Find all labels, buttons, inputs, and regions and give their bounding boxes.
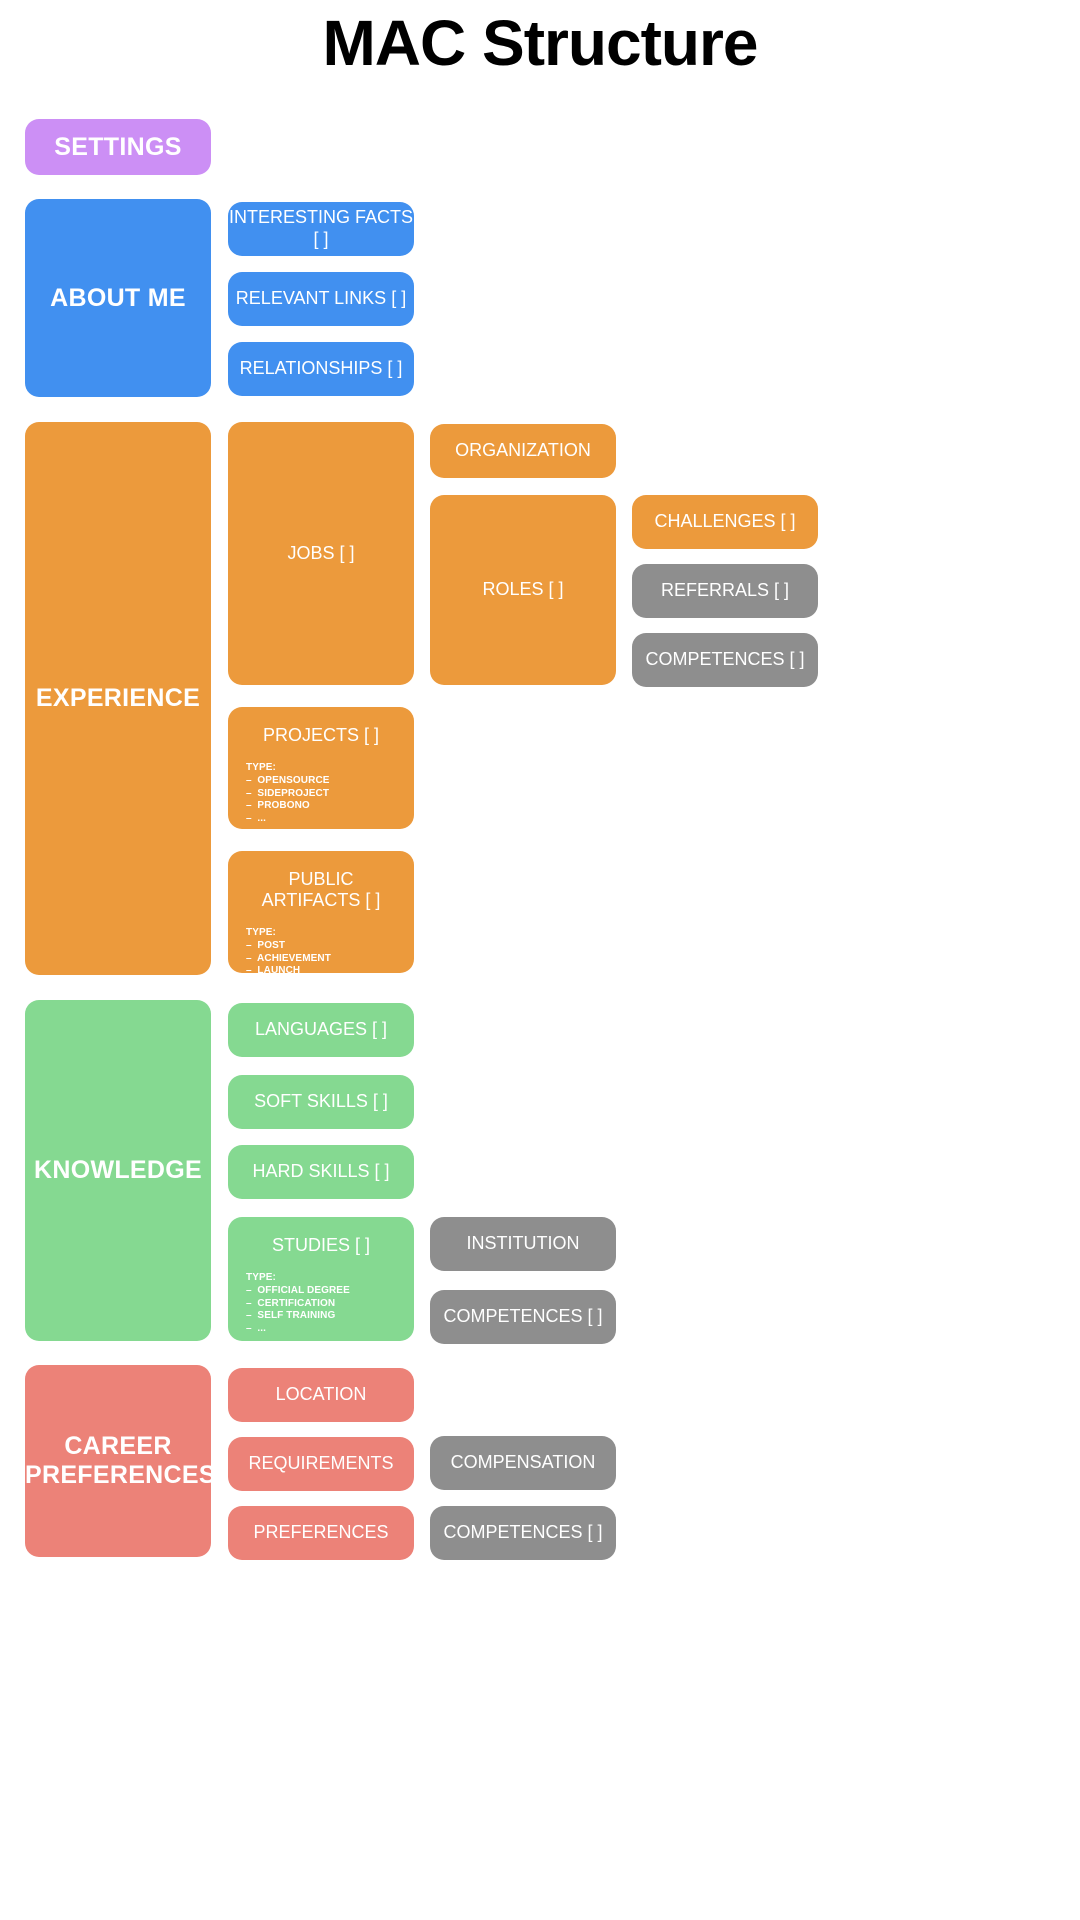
node-public-artifacts-label: PUBLIC ARTIFACTS [ ] — [261, 869, 381, 910]
node-projects-type-list: TYPE: – OPENSOURCE – SIDEPROJECT – PROBO… — [240, 762, 402, 826]
type-item: – ACHIEVEMENT — [246, 952, 331, 964]
type-item: – ... — [246, 978, 267, 990]
node-knowledge[interactable]: KNOWLEDGE — [25, 1000, 211, 1341]
node-projects[interactable]: PROJECTS [ ] TYPE: – OPENSOURCE – SIDEPR… — [228, 707, 414, 829]
node-interesting-facts-label: INTERESTING FACTS [ ] — [228, 207, 414, 249]
type-item: – SELF TRAINING — [246, 1310, 336, 1322]
node-studies[interactable]: STUDIES [ ] TYPE: – OFFICIAL DEGREE – CE… — [228, 1217, 414, 1341]
node-knowledge-competences[interactable]: COMPETENCES [ ] — [430, 1290, 616, 1344]
node-studies-type-list: TYPE: – OFFICIAL DEGREE – CERTIFICATION … — [240, 1272, 402, 1336]
node-career-competences[interactable]: COMPETENCES [ ] — [430, 1506, 616, 1560]
type-item: – ... — [246, 1323, 267, 1335]
node-languages-label: LANGUAGES [ ] — [254, 1019, 388, 1040]
node-about-me[interactable]: ABOUT ME — [25, 199, 211, 397]
type-heading: TYPE: — [246, 1272, 276, 1283]
node-organization-label: ORGANIZATION — [455, 440, 591, 461]
node-relationships-label: RELATIONSHIPS [ ] — [239, 358, 403, 379]
node-roles-label: ROLES [ ] — [482, 579, 564, 600]
node-experience-competences-label: COMPETENCES [ ] — [645, 649, 805, 670]
type-item: – LAUNCH — [246, 965, 301, 977]
node-location[interactable]: LOCATION — [228, 1368, 414, 1422]
node-location-label: LOCATION — [275, 1384, 367, 1405]
type-item: – POST — [246, 939, 286, 951]
page-title: MAC Structure — [322, 7, 758, 79]
node-settings[interactable]: SETTINGS — [25, 119, 211, 175]
node-challenges[interactable]: CHALLENGES [ ] — [632, 495, 818, 549]
node-jobs[interactable]: JOBS [ ] — [228, 422, 414, 685]
type-item: – OPENSOURCE — [246, 774, 330, 786]
node-relevant-links-label: RELEVANT LINKS [ ] — [235, 288, 407, 309]
node-hard-skills[interactable]: HARD SKILLS [ ] — [228, 1145, 414, 1199]
node-preferences-label: PREFERENCES — [253, 1522, 389, 1543]
node-career-preferences-label: CAREER PREFERENCES — [25, 1432, 216, 1489]
node-about-me-label: ABOUT ME — [50, 283, 186, 312]
node-soft-skills-label: SOFT SKILLS [ ] — [254, 1091, 388, 1112]
node-soft-skills[interactable]: SOFT SKILLS [ ] — [228, 1075, 414, 1129]
node-institution-label: INSTITUTION — [466, 1233, 580, 1254]
node-languages[interactable]: LANGUAGES [ ] — [228, 1003, 414, 1057]
node-referrals[interactable]: REFERRALS [ ] — [632, 564, 818, 618]
node-hard-skills-label: HARD SKILLS [ ] — [252, 1161, 390, 1182]
node-requirements[interactable]: REQUIREMENTS — [228, 1437, 414, 1491]
type-item: – ... — [246, 813, 267, 825]
node-career-preferences[interactable]: CAREER PREFERENCES — [25, 1365, 216, 1557]
type-item: – PROBONO — [246, 800, 310, 812]
type-item: – OFFICIAL DEGREE — [246, 1284, 350, 1296]
node-compensation-label: COMPENSATION — [450, 1452, 596, 1473]
type-heading: TYPE: — [246, 762, 276, 773]
node-compensation[interactable]: COMPENSATION — [430, 1436, 616, 1490]
node-knowledge-label: KNOWLEDGE — [34, 1156, 202, 1184]
node-career-competences-label: COMPETENCES [ ] — [443, 1522, 603, 1543]
node-experience-competences[interactable]: COMPETENCES [ ] — [632, 633, 818, 687]
node-knowledge-competences-label: COMPETENCES [ ] — [443, 1306, 603, 1327]
node-organization[interactable]: ORGANIZATION — [430, 424, 616, 478]
node-studies-label: STUDIES [ ] — [271, 1235, 370, 1255]
node-jobs-label: JOBS [ ] — [287, 542, 355, 563]
node-challenges-label: CHALLENGES [ ] — [654, 511, 796, 532]
node-interesting-facts[interactable]: INTERESTING FACTS [ ] — [228, 202, 414, 256]
node-institution[interactable]: INSTITUTION — [430, 1217, 616, 1271]
node-relevant-links[interactable]: RELEVANT LINKS [ ] — [228, 272, 414, 326]
node-preferences[interactable]: PREFERENCES — [228, 1506, 414, 1560]
node-public-artifacts-type-list: TYPE: – POST – ACHIEVEMENT – LAUNCH – ..… — [240, 927, 402, 991]
type-item: – CERTIFICATION — [246, 1297, 336, 1309]
node-public-artifacts[interactable]: PUBLIC ARTIFACTS [ ] TYPE: – POST – ACHI… — [228, 851, 414, 989]
node-experience-label: EXPERIENCE — [35, 684, 201, 712]
node-roles[interactable]: ROLES [ ] — [430, 495, 616, 685]
node-experience[interactable]: EXPERIENCE — [25, 422, 211, 975]
node-requirements-label: REQUIREMENTS — [248, 1453, 394, 1474]
node-projects-label: PROJECTS [ ] — [262, 725, 379, 745]
type-heading: TYPE: — [246, 927, 276, 938]
node-referrals-label: REFERRALS [ ] — [660, 580, 790, 601]
node-settings-label: SETTINGS — [54, 132, 182, 161]
type-item: – SIDEPROJECT — [246, 787, 330, 799]
node-relationships[interactable]: RELATIONSHIPS [ ] — [228, 342, 414, 396]
